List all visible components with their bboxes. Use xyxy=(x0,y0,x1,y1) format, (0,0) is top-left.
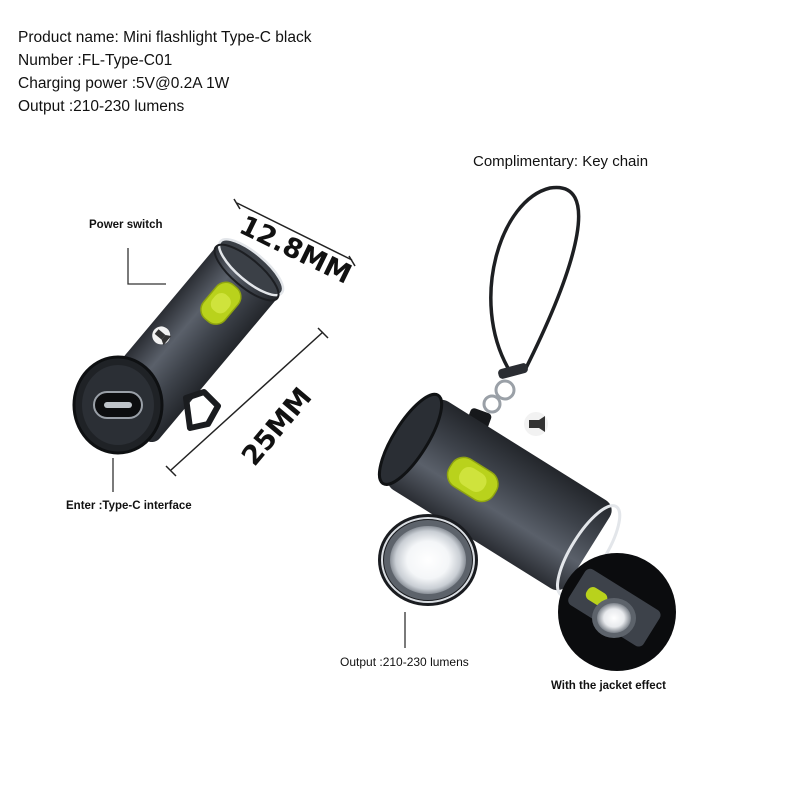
jacket-effect-inset xyxy=(558,553,676,671)
keychain-label: Complimentary: Key chain xyxy=(473,153,649,170)
power-switch-pointer xyxy=(127,248,166,285)
product-spec-block: Product name: Mini flashlight Type-C bla… xyxy=(18,26,312,118)
dimension-width-line xyxy=(233,198,356,267)
product-number-text: Number :FL-Type-C01 xyxy=(18,52,173,69)
output-text: Output :210-230 lumens xyxy=(18,98,185,115)
flashlight-right-body xyxy=(387,399,612,591)
flashlight-left xyxy=(72,238,285,455)
flashlight-right xyxy=(377,185,622,606)
type-c-interface-label: Enter :Type-C interface xyxy=(66,500,192,512)
charging-power-text: Charging power :5V@0.2A 1W xyxy=(18,75,230,92)
flashlight-top-rim xyxy=(217,238,285,297)
power-switch-label: Power switch xyxy=(89,219,163,231)
key-chain-strap xyxy=(489,185,581,371)
light-lens xyxy=(390,526,466,594)
output-lumens-label: Output :210-230 lumens xyxy=(340,655,469,669)
jacket-effect-label: With the jacket effect xyxy=(551,680,666,692)
key-ring xyxy=(494,379,516,401)
dimension-length-line xyxy=(165,327,329,477)
lanyard-loop xyxy=(183,389,221,431)
product-name-text: Product name: Mini flashlight Type-C bla… xyxy=(18,29,312,46)
